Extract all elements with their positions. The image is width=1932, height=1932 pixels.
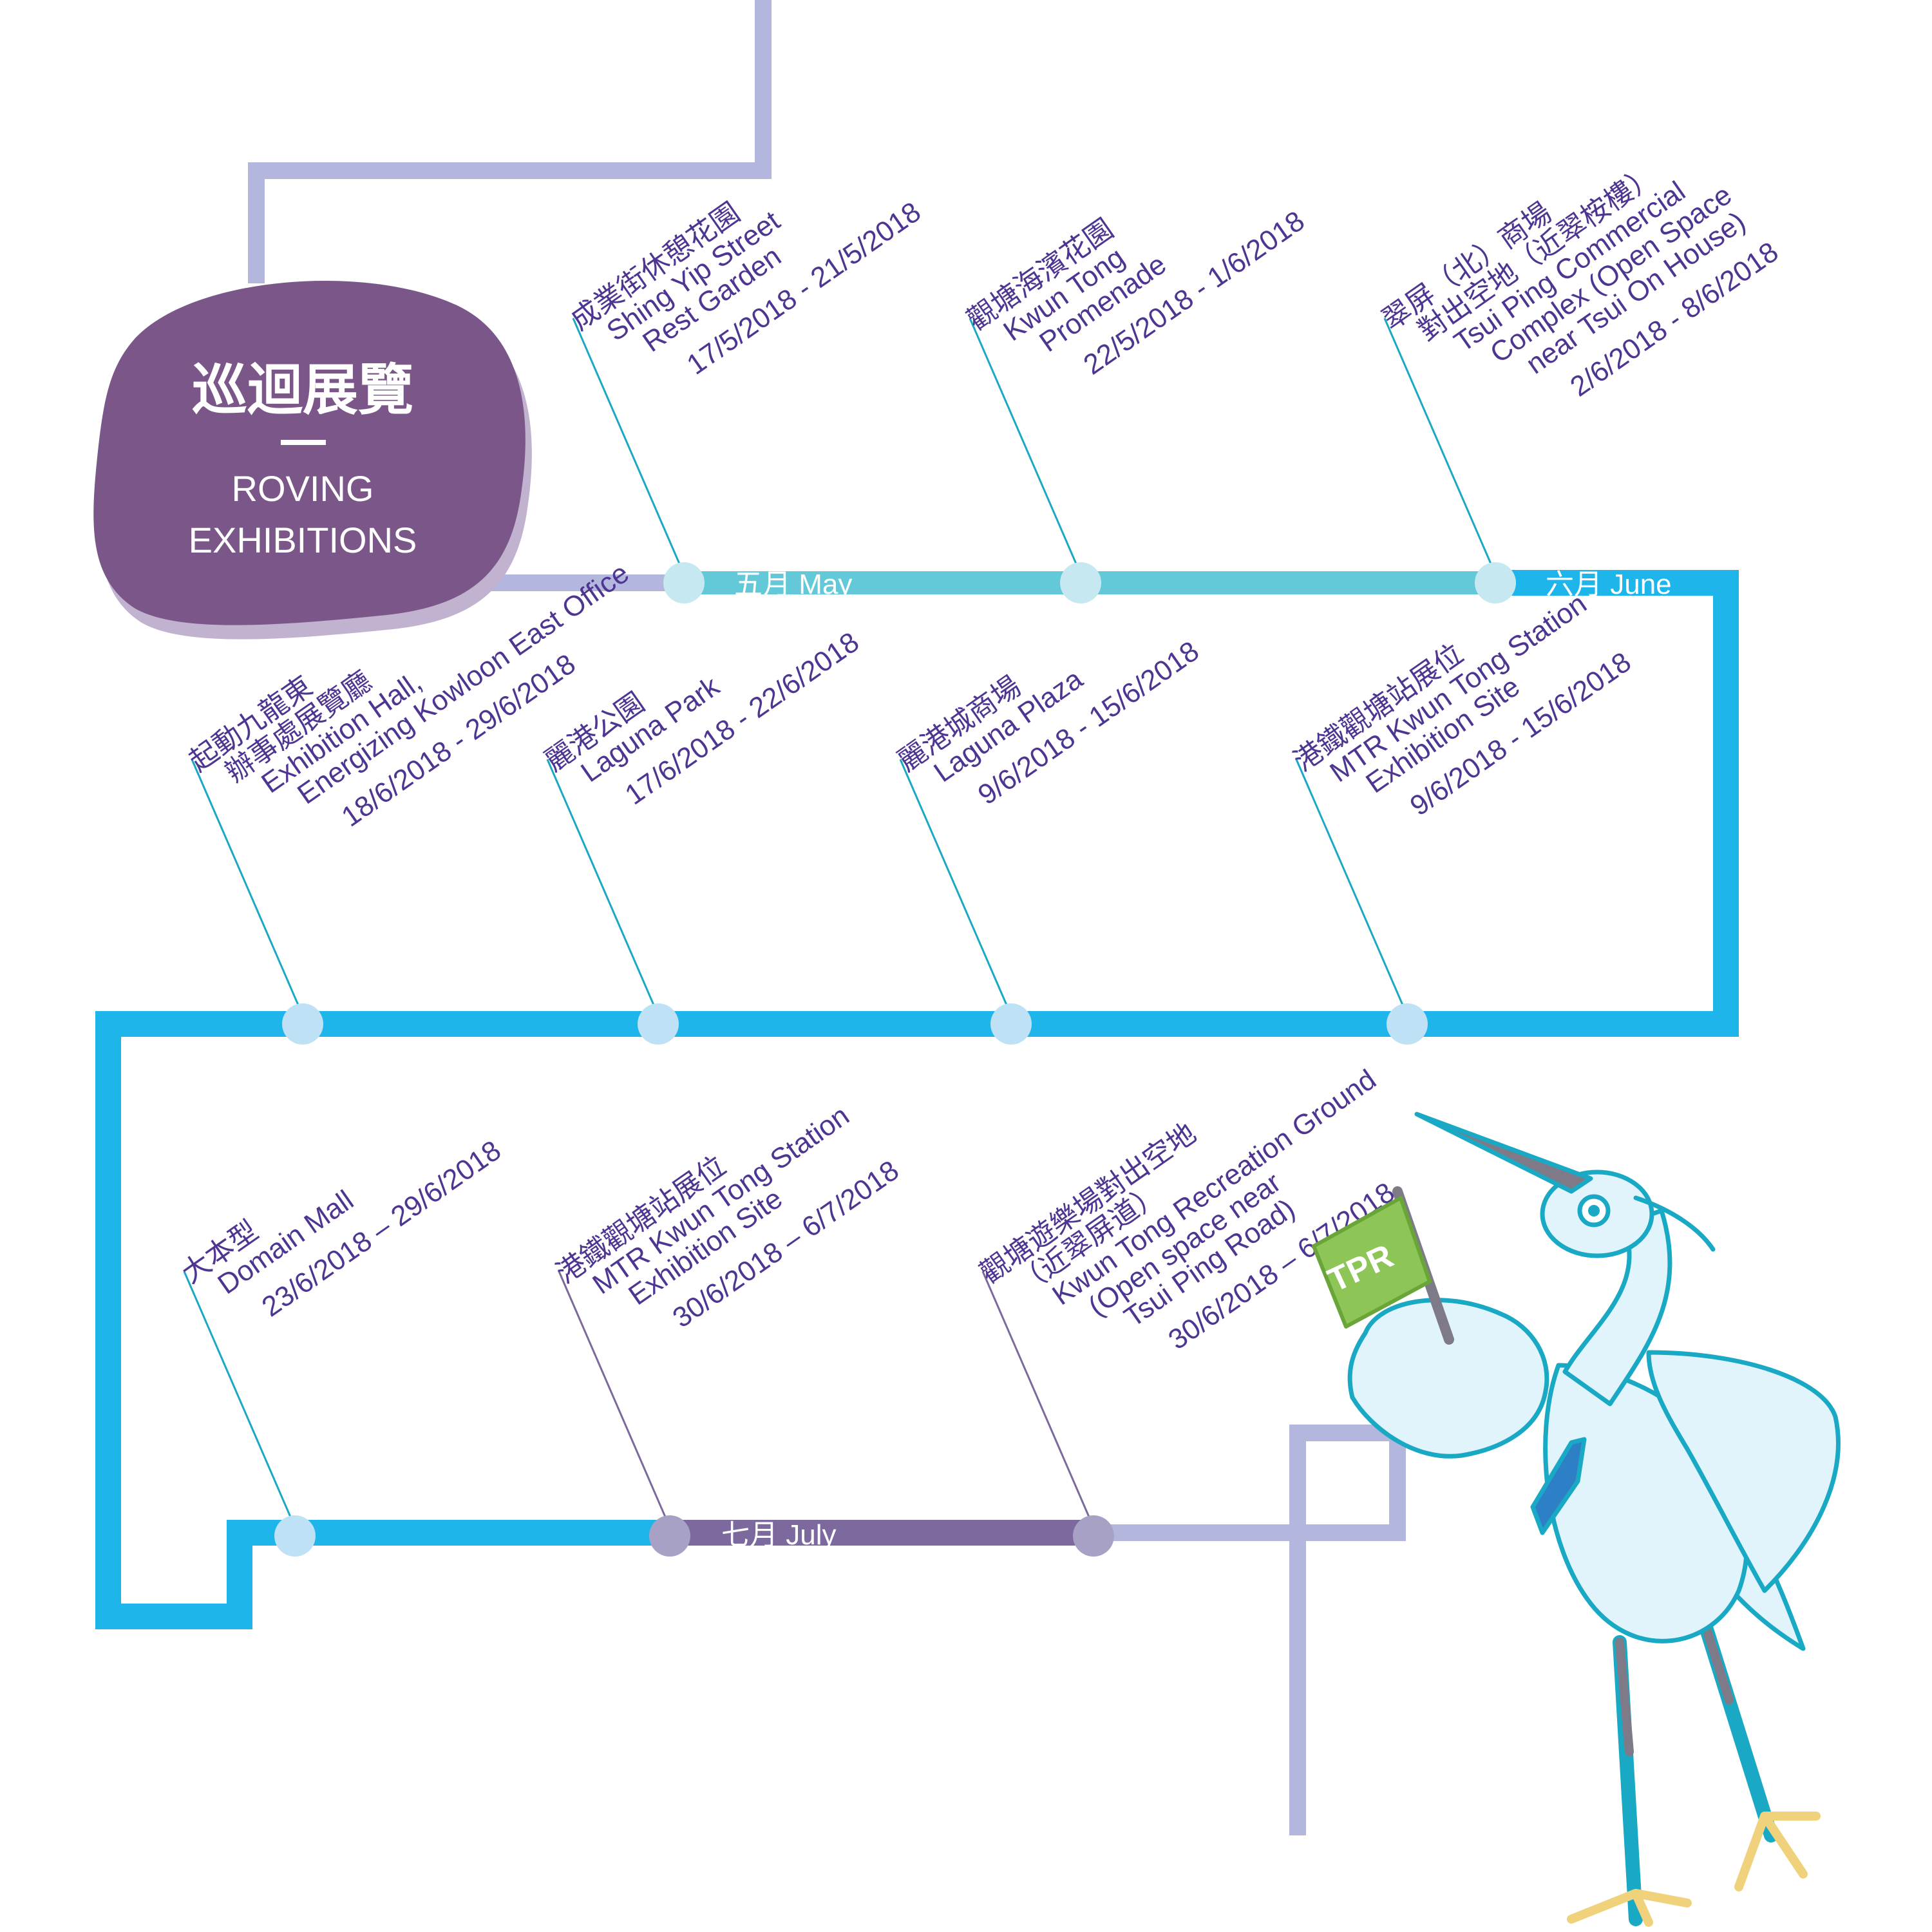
stop-dot [638,1003,679,1045]
month-label-may: 五月 May [734,569,852,600]
stop-leader-line [183,1271,293,1520]
route-connector-top [248,0,772,283]
title-divider [281,440,326,445]
egret-eye-pupil [1588,1205,1600,1217]
stop-dot [990,1003,1032,1045]
egret-leg-right-inner [1702,1625,1734,1705]
stop-leader-line [572,317,682,567]
egret-foot-right [1734,1812,1821,1891]
stop-leader-line [981,1271,1092,1520]
stop-leader-line [546,759,656,1009]
month-label-june: 六月 June [1546,569,1672,600]
title-en-line2: EXHIBITIONS [189,520,417,560]
stop-dot [1060,562,1101,603]
title-en-line1: ROVING [232,468,374,509]
month-label-july: 七月 July [721,1519,836,1551]
stop-leader-line [899,759,1009,1009]
route-connector-bottom [1092,1425,1406,1835]
stop-dot [274,1515,316,1557]
title-blob [93,280,526,625]
stop-leader-line [1383,317,1493,567]
egret-crest [1633,1195,1716,1252]
stop-leader-line [558,1271,668,1520]
egret-neck [1562,1208,1672,1406]
stop-dot [649,1515,690,1557]
egret-mascot-illustration [1312,1112,1841,1927]
stop-dot [1475,562,1516,603]
stop-dot [1387,1003,1428,1045]
stop-dot [1073,1515,1114,1557]
stop-leader-line [969,317,1079,567]
route-june-segment [95,570,1739,1629]
title-zh: 巡迴展覽 [192,358,413,422]
egret-wing-right [1646,1350,1841,1593]
egret-tie [1530,1437,1587,1535]
egret-wing-left [1347,1298,1549,1459]
stop-leader-line [1295,759,1405,1009]
egret-leg-left-inner [1615,1638,1634,1756]
stop-leader-line [191,759,301,1009]
egret-beak [1414,1112,1593,1194]
flag [1312,1196,1432,1329]
stop-dot [663,562,705,603]
stop-dot [282,1003,323,1045]
egret-foot-left [1567,1889,1692,1927]
